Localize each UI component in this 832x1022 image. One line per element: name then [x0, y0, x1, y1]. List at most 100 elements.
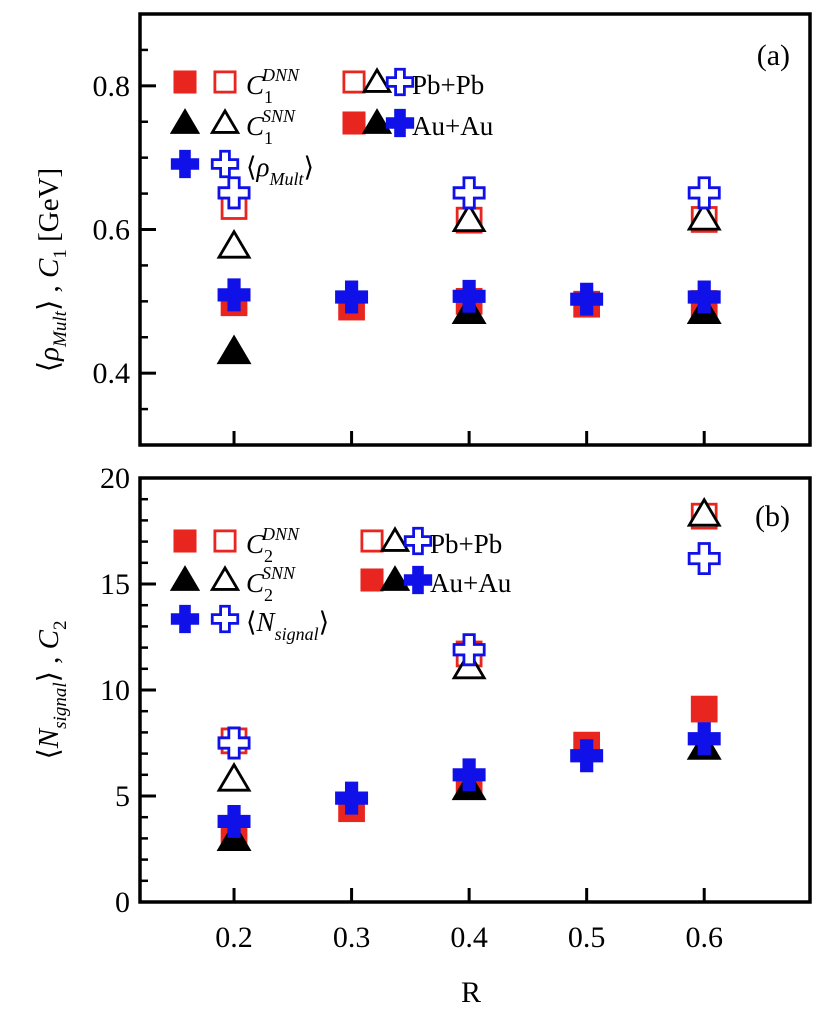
y-label-c: C	[33, 629, 65, 649]
system-marker-triangle-open	[379, 526, 411, 552]
data-point-cross-filled	[335, 280, 369, 314]
panel-a-label: (a)	[757, 39, 790, 72]
legend-base: C	[246, 111, 265, 141]
data-point-triangle-open	[216, 761, 252, 792]
x-tick-label: 0.4	[450, 921, 488, 954]
legend-label: ⟨ρMult⟩	[246, 152, 314, 189]
legend-sub: 2	[264, 585, 273, 605]
system-marker-cross-open	[403, 526, 433, 556]
x-tick-label: 0.5	[568, 921, 606, 954]
panel-a: (a) ⟨ρMult⟩ , C1 [GeV] 0.40.60.8 C1DNNC1…	[33, 12, 812, 447]
x-axis-label: R	[461, 976, 481, 1009]
panel-a-points	[216, 176, 722, 365]
y-tick-label: 0.6	[93, 214, 131, 247]
data-point-cross-filled	[335, 781, 369, 815]
x-tick-label: 0.6	[685, 921, 723, 954]
data-point-cross-filled	[570, 739, 604, 773]
x-tick-label: 0.3	[333, 921, 371, 954]
data-point-cross-filled	[570, 282, 604, 316]
y-label-rho: ρ	[33, 347, 65, 362]
panel-a-axes: 0.4 0.6 0.8	[93, 12, 812, 447]
legend-base: N	[256, 607, 277, 637]
system-marker-triangle-filled	[379, 565, 411, 591]
system-label: Pb+Pb	[412, 70, 484, 100]
system-marker-square-filled	[342, 111, 366, 135]
system-marker-square-filled	[360, 568, 384, 592]
data-point-cross-open	[687, 176, 721, 210]
y-label-open-bracket: ⟨	[33, 748, 65, 759]
legend-marker-open	[210, 604, 240, 634]
legend-label: ⟨Nsignal⟩	[246, 607, 329, 644]
legend-sub: signal	[275, 624, 319, 644]
system-marker-square-open	[342, 70, 366, 94]
legend-label: C1SNN	[246, 106, 296, 148]
legend-marker-filled	[169, 565, 201, 591]
system-label: Pb+Pb	[430, 529, 502, 559]
legend-bracket: ⟨	[246, 152, 257, 182]
legend-base: ρ	[256, 152, 270, 182]
legend-marker-filled	[170, 149, 200, 179]
x-tick-label: 0.2	[215, 921, 253, 954]
system-marker-square-open	[360, 529, 384, 553]
legend-label: C2SNN	[246, 563, 296, 605]
data-point-cross-filled	[687, 722, 721, 756]
y-tick-label: 10	[100, 674, 130, 707]
legend-marker-open	[213, 70, 237, 94]
data-point-cross-open	[452, 176, 486, 210]
legend-marker-filled	[173, 529, 197, 553]
data-point-cross-open	[687, 542, 721, 576]
data-point-triangle-open	[216, 228, 252, 259]
y-label-n: N	[33, 727, 65, 749]
legend-bracket: ⟨	[246, 607, 257, 637]
panel-b-points	[216, 496, 722, 851]
y-label-c-sub: 2	[50, 620, 71, 630]
y-tick-label: 0.8	[93, 70, 131, 103]
legend-sub: 1	[264, 87, 273, 107]
y-label-rho-sub: Mult	[50, 310, 71, 348]
legend-marker-open	[213, 529, 237, 553]
system-marker-cross-filled	[403, 565, 433, 595]
data-point-cross-open	[452, 633, 486, 667]
legend-sup: SNN	[262, 106, 296, 126]
system-label: Au+Au	[412, 111, 494, 141]
legend-sub: 2	[264, 546, 273, 566]
y-label-comma: ,	[33, 649, 65, 671]
legend-marker-filled	[169, 108, 201, 134]
y-label-unit: [GeV]	[33, 168, 65, 249]
legend-marker-open	[210, 149, 240, 179]
data-point-cross-open	[217, 726, 251, 760]
y-label-comma: ,	[33, 278, 65, 300]
y-label-n-sub: signal	[50, 682, 71, 728]
system-marker-triangle-filled	[361, 108, 393, 134]
legend-sup: DNN	[261, 65, 300, 85]
data-point-cross-filled	[452, 279, 486, 313]
y-tick-label: 5	[115, 780, 130, 813]
data-point-triangle-open	[451, 202, 487, 232]
data-point-triangle-open	[686, 200, 722, 231]
legend-marker-filled	[173, 70, 197, 94]
legend-bracket: ⟩	[319, 607, 330, 637]
data-point-cross-open	[217, 176, 251, 210]
data-point-cross-filled	[217, 278, 251, 312]
legend-base: C	[246, 70, 265, 100]
data-point-triangle-filled	[216, 334, 252, 365]
legend-sub: 1	[264, 128, 273, 148]
legend-marker-open	[209, 565, 241, 591]
legend-sub: Mult	[269, 169, 305, 189]
system-marker-cross-open	[385, 67, 415, 97]
y-label-c-sub: 1	[50, 249, 71, 259]
y-tick-label: 0.4	[93, 357, 131, 390]
system-label: Au+Au	[430, 568, 512, 598]
y-label-close-bracket: ⟩	[33, 671, 65, 682]
y-label-open-bracket: ⟨	[33, 361, 65, 372]
data-point-cross-filled	[687, 280, 721, 314]
y-label-close-bracket: ⟩	[33, 300, 65, 311]
legend-sup: DNN	[261, 524, 300, 544]
data-point-square-filled	[690, 695, 718, 723]
legend-base: C	[246, 568, 265, 598]
legend-label: C2DNN	[246, 524, 300, 566]
legend-base: C	[246, 529, 265, 559]
